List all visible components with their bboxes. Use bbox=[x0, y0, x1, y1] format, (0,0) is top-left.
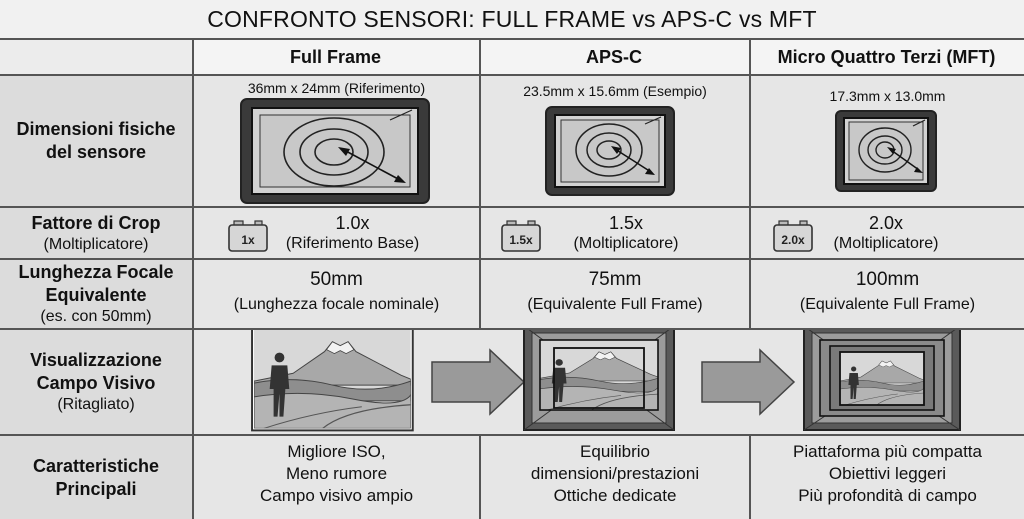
field-of-view-illustration bbox=[251, 330, 961, 432]
row-header-field-of-view: Visualizzazione Campo Visivo (Ritagliato… bbox=[0, 330, 192, 434]
landscape-scene-icon bbox=[251, 330, 414, 432]
focal-value: 100mm bbox=[855, 269, 920, 290]
crop-value: 1.5x bbox=[608, 213, 643, 233]
sensor-diagram-icon bbox=[240, 98, 430, 204]
cell-focal-mft: 100mm (Equivalente Full Frame) bbox=[751, 260, 1024, 328]
grid-line bbox=[192, 38, 194, 519]
sensor-diagram-icon bbox=[545, 106, 675, 196]
feature-line: Meno rumore bbox=[285, 464, 388, 483]
sensor-diagram-icon bbox=[835, 110, 937, 192]
grid-line bbox=[0, 74, 1024, 76]
camera-badge-icon: 1.5x bbox=[501, 220, 541, 252]
column-header-mft: Micro Quattro Terzi (MFT) bbox=[749, 40, 1024, 74]
row-header-features: Caratteristiche Principali bbox=[0, 436, 192, 519]
cell-dimensions-mft: 17.3mm x 13.0mm bbox=[751, 76, 1024, 206]
camera-badge-icon: 1x bbox=[228, 220, 268, 252]
crop-badge-text: 1x bbox=[241, 233, 255, 247]
focal-note: (Equivalente Full Frame) bbox=[527, 296, 703, 313]
feature-line: Piattaforma più compatta bbox=[793, 442, 982, 461]
cell-features-mft: Piattaforma più compatta Obiettivi legge… bbox=[751, 436, 1024, 519]
camera-badge-icon: 2.0x bbox=[773, 220, 813, 252]
crop-value: 1.0x bbox=[335, 213, 370, 233]
cell-dimensions-full-frame: 36mm x 24mm (Riferimento) bbox=[194, 76, 479, 206]
cell-dimensions-aps-c: 23.5mm x 15.6mm (Esempio) bbox=[481, 76, 749, 206]
grid-line bbox=[0, 434, 1024, 436]
focal-value: 50mm bbox=[310, 269, 363, 290]
feature-line: Obiettivi leggeri bbox=[828, 464, 947, 483]
grid-line bbox=[0, 328, 1024, 330]
feature-line: Più profondità di campo bbox=[798, 486, 977, 505]
feature-line: Ottiche dedicate bbox=[553, 486, 677, 505]
row-header-dimensions: Dimensioni fisiche del sensore bbox=[0, 76, 192, 206]
feature-line: dimensioni/prestazioni bbox=[530, 464, 700, 483]
column-header-full-frame: Full Frame bbox=[192, 40, 479, 74]
landscape-scene-icon bbox=[523, 330, 675, 431]
crop-note: (Riferimento Base) bbox=[285, 235, 420, 252]
cell-crop-full-frame: 1x 1.0x (Riferimento Base) bbox=[194, 208, 479, 258]
crop-badge-text: 2.0x bbox=[781, 233, 805, 247]
right-arrow-icon bbox=[701, 348, 796, 416]
crop-value: 2.0x bbox=[868, 213, 903, 233]
feature-line: Campo visivo ampio bbox=[259, 486, 414, 505]
crop-note: (Moltiplicatore) bbox=[573, 235, 679, 252]
dimension-label: 36mm x 24mm (Riferimento) bbox=[247, 80, 426, 96]
grid-line bbox=[749, 38, 751, 330]
focal-note: (Lunghezza focale nominale) bbox=[233, 296, 440, 313]
focal-note: (Equivalente Full Frame) bbox=[799, 296, 976, 313]
dimension-label: 23.5mm x 15.6mm (Esempio) bbox=[523, 83, 707, 99]
cell-features-aps-c: Equilibrio dimensioni/prestazioni Ottich… bbox=[481, 436, 749, 519]
cell-focal-full-frame: 50mm (Lunghezza focale nominale) bbox=[194, 260, 479, 328]
grid-line bbox=[479, 434, 481, 519]
row-header-focal-length: Lunghezza Focale Equivalente (es. con 50… bbox=[0, 260, 192, 328]
feature-line: Migliore ISO, bbox=[287, 442, 386, 461]
grid-line bbox=[479, 38, 481, 330]
grid-line bbox=[749, 434, 751, 519]
grid-line bbox=[0, 258, 1024, 260]
page-title: CONFRONTO SENSORI: FULL FRAME vs APS-C v… bbox=[0, 0, 1024, 38]
column-header-aps-c: APS-C bbox=[479, 40, 749, 74]
feature-line: Equilibrio bbox=[580, 442, 650, 461]
dimension-label: 17.3mm x 13.0mm bbox=[829, 88, 946, 104]
crop-badge-text: 1.5x bbox=[509, 233, 533, 247]
row-header-crop-factor: Fattore di Crop (Moltiplicatore) bbox=[0, 208, 192, 258]
cell-focal-aps-c: 75mm (Equivalente Full Frame) bbox=[481, 260, 749, 328]
focal-value: 75mm bbox=[588, 269, 642, 290]
cell-crop-mft: 2.0x 2.0x (Moltiplicatore) bbox=[751, 208, 1024, 258]
grid-line bbox=[0, 38, 1024, 40]
landscape-scene-icon bbox=[803, 330, 961, 431]
cell-crop-aps-c: 1.5x 1.5x (Moltiplicatore) bbox=[481, 208, 749, 258]
crop-note: (Moltiplicatore) bbox=[833, 235, 939, 252]
grid-line bbox=[0, 206, 1024, 208]
cell-features-full-frame: Migliore ISO, Meno rumore Campo visivo a… bbox=[194, 436, 479, 519]
field-of-view-band bbox=[194, 330, 1024, 434]
right-arrow-icon bbox=[431, 348, 526, 416]
